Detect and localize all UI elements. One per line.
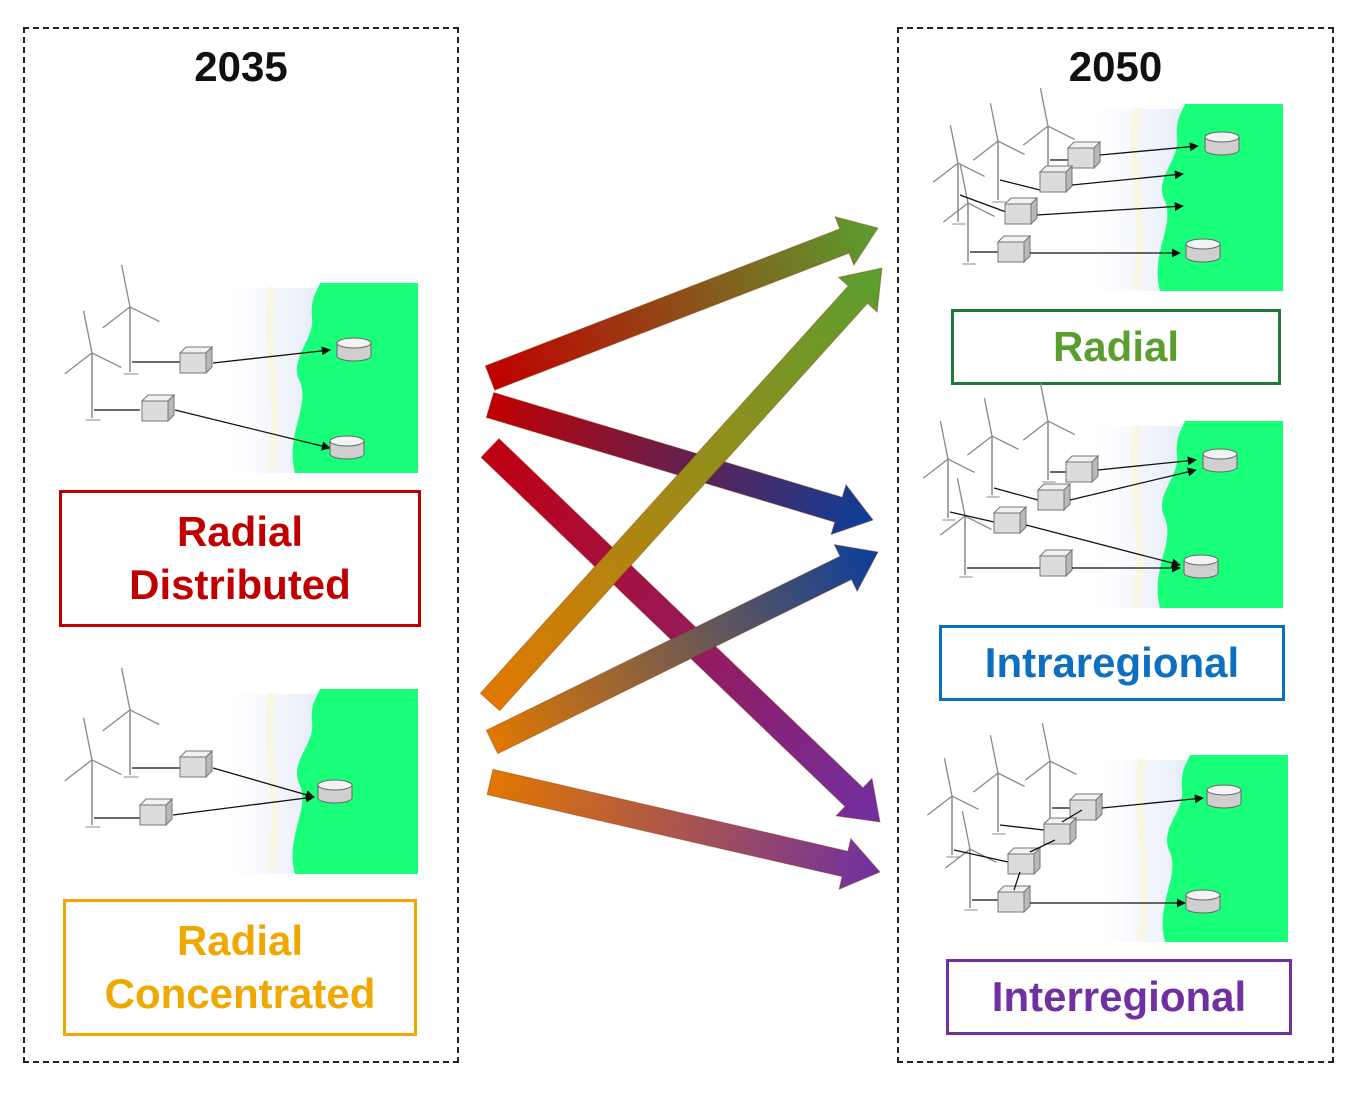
wind-turbine-icon: [972, 102, 1025, 203]
substation-icon: [992, 505, 1028, 535]
cable-line: [1013, 871, 1021, 891]
cable-line: [1036, 201, 1184, 216]
wind-turbine-icon: [64, 717, 122, 828]
cable-line: [1071, 170, 1184, 186]
label-intraregional: Intraregional: [939, 625, 1285, 701]
wind-turbine-icon: [1024, 722, 1077, 823]
label-radial-concentrated-line1: Radial: [176, 917, 304, 964]
cable-line: [174, 409, 331, 451]
scene-interregional-2050: [926, 722, 1288, 942]
substation-icon: [1068, 792, 1104, 822]
land-area: [292, 283, 418, 473]
wind-turbine-icon: [966, 397, 1019, 498]
year-2035-title: 2035: [194, 43, 288, 90]
wind-turbine-icon: [939, 477, 992, 578]
substation-icon: [138, 797, 174, 827]
label-radial: Radial: [951, 309, 1281, 385]
label-radial-concentrated-line2: Concentrated: [104, 969, 376, 1017]
cable-line: [212, 346, 331, 364]
wind-turbine-icon: [64, 310, 122, 421]
cable-line: [1069, 467, 1197, 501]
beach-line: [1135, 758, 1149, 941]
land-area: [292, 689, 418, 874]
substation-icon: [1038, 164, 1074, 194]
label-radial-distributed: Radial Distributed: [59, 490, 421, 627]
substation-icon: [1003, 196, 1039, 226]
label-radial-distributed-line1: Radial: [176, 508, 304, 555]
cable-line: [1029, 839, 1056, 853]
wind-turbine-icon: [932, 124, 985, 225]
cable-line: [953, 849, 1009, 863]
beach-line: [265, 286, 279, 472]
substation-icon: [178, 345, 214, 375]
scene-radial-concentrated: [64, 667, 418, 874]
onshore-station-icon: [1206, 784, 1242, 809]
wind-turbine-icon: [102, 667, 160, 778]
onshore-station-icon: [317, 779, 353, 804]
label-radial-concentrated: Radial Concentrated: [63, 899, 417, 1036]
beach-line: [265, 692, 279, 873]
transition-arrows: [479, 215, 883, 891]
arrow-concentrated-to-interregional: [486, 768, 881, 891]
arrow-concentrated-to-radial: [479, 267, 883, 712]
cable-line: [1099, 142, 1199, 156]
onshore-station-icon: [1202, 448, 1238, 473]
beach-line: [1130, 424, 1144, 607]
substation-icon: [1038, 548, 1074, 578]
cable-line: [999, 179, 1041, 191]
scenario-illustrations: [64, 87, 1288, 942]
substation-icon: [996, 234, 1032, 264]
scene-radial-2050: [932, 87, 1283, 291]
arrow-concentrated-to-intraregional: [485, 543, 879, 755]
label-radial-distributed-line2: Distributed: [129, 560, 351, 608]
substation-icon: [140, 393, 176, 423]
panel-2035: 2035 Radial Distributed Radial Concentra…: [23, 27, 459, 1063]
label-interregional: Interregional: [946, 959, 1292, 1035]
wind-turbine-icon: [944, 810, 997, 911]
arrow-distributed-to-interregional: [480, 437, 881, 823]
onshore-station-icon: [336, 337, 372, 362]
wind-turbine-icon: [102, 264, 160, 375]
cable-line: [999, 824, 1045, 831]
scene-intraregional-2050: [922, 382, 1283, 608]
cable-line: [1061, 809, 1083, 823]
onshore-station-icon: [329, 435, 365, 460]
cable-line: [212, 767, 315, 800]
wind-turbine-icon: [922, 420, 975, 521]
cable-line: [949, 511, 995, 523]
cable-line: [1025, 524, 1181, 568]
cable-line: [1097, 456, 1197, 471]
onshore-station-icon: [1183, 554, 1219, 579]
cable-line: [993, 487, 1039, 501]
onshore-station-icon: [1204, 131, 1240, 156]
substation-icon: [178, 749, 214, 779]
substation-icon: [1006, 846, 1042, 876]
arrow-distributed-to-intraregional: [485, 391, 874, 536]
onshore-station-icon: [1185, 238, 1221, 263]
substation-icon: [1042, 816, 1078, 846]
year-2050-title: 2050: [1068, 43, 1163, 90]
onshore-station-icon: [1185, 889, 1221, 914]
beach-line: [1130, 107, 1144, 290]
scene-radial-distributed: [64, 264, 418, 473]
cable-line: [172, 793, 315, 816]
wind-turbine-icon: [972, 734, 1025, 835]
wind-turbine-icon: [942, 164, 995, 265]
substation-icon: [1036, 482, 1072, 512]
cable-line: [959, 194, 1007, 213]
panel-2050: 2050 Radial Intraregional Interregional: [897, 27, 1334, 1063]
wind-turbine-icon: [926, 757, 979, 858]
substation-icon: [996, 884, 1032, 914]
substation-icon: [1066, 140, 1102, 170]
cable-line: [1101, 794, 1204, 809]
arrow-distributed-to-radial: [484, 215, 879, 391]
wind-turbine-icon: [1022, 382, 1075, 483]
substation-icon: [1064, 454, 1100, 484]
